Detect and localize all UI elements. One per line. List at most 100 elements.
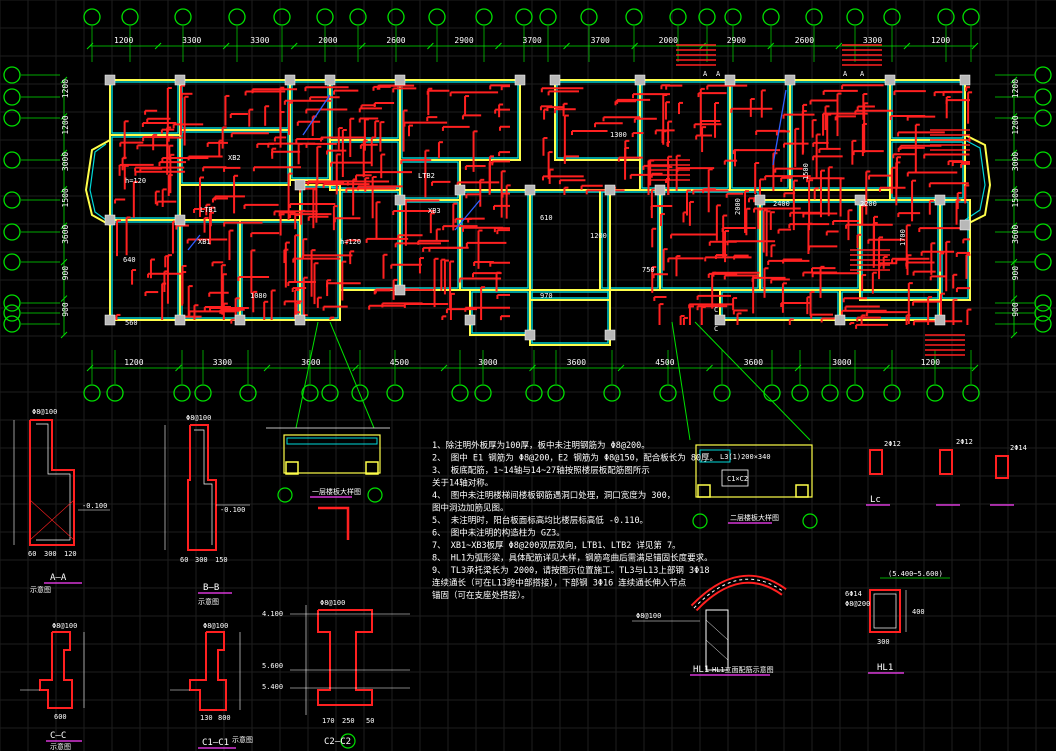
label-1300: 1300 [610, 131, 627, 139]
axis-bubble [121, 8, 139, 26]
axis-bubble [349, 8, 367, 26]
axis-bubble [83, 8, 101, 26]
dim-text: 900 [61, 266, 70, 281]
beam-outline [941, 201, 969, 299]
dim-text: 3300 [213, 358, 232, 367]
label-610: 610 [540, 214, 553, 222]
aa-dim3: 120 [64, 550, 77, 558]
dim-tick [1010, 295, 1018, 302]
axis-bubble [173, 384, 191, 402]
wall-outline [889, 79, 966, 141]
plan-column [604, 184, 616, 196]
hl1-dim-h: 400 [912, 608, 925, 616]
dim-tick [222, 42, 230, 50]
dim-tick [1010, 113, 1018, 120]
label-h120a: h=120 [125, 177, 146, 185]
axis-bubbles-bottom [83, 350, 980, 402]
dim-tick [60, 76, 68, 84]
axis-bubble [883, 384, 901, 402]
wall-outline [239, 219, 301, 321]
dim-tick [154, 42, 162, 50]
dim-text: 4500 [390, 358, 409, 367]
plan-column [234, 314, 246, 326]
dim-text: 3300 [863, 36, 882, 45]
plan-column [514, 74, 526, 86]
hl1-arc-beam: HL1 HL1立面配筋示意图 Φ8@100 [632, 574, 787, 676]
bay-window-left [84, 139, 111, 226]
beam-outline [341, 191, 399, 289]
bb-sub: 示意图 [198, 597, 219, 606]
design-notes: 1、除注明外板厚为100厚，板中未注明钢筋为 Φ8@200。2、 图中 E1 钢… [432, 440, 718, 601]
plan-column [394, 74, 406, 86]
axis-bubble [724, 8, 742, 26]
beam-outline [301, 186, 339, 319]
hl1-section: (5.400~5.600) 6Φ14 Φ8@200 400 300 HL1 [845, 570, 950, 674]
label-xb1: XB1 [198, 238, 211, 246]
dim-text: 900 [1011, 302, 1020, 317]
plan-column [784, 74, 796, 86]
col-r3: 2Φ14 [1010, 444, 1027, 452]
dim-text: 2600 [795, 36, 814, 45]
axis-bubble [525, 384, 543, 402]
plan-column [934, 314, 946, 326]
axis-bubble [1034, 88, 1052, 106]
axis-bubble [659, 384, 677, 402]
label-a3: A [843, 70, 848, 78]
axis-bubble [386, 384, 404, 402]
label-2000: 2000 [734, 198, 742, 215]
label-560: 560 [125, 319, 138, 327]
detail-1-title: 一层楼板大样图 [312, 487, 361, 496]
dim-tick [495, 42, 502, 50]
label-a4: A [860, 70, 865, 78]
axis-bubble [791, 384, 809, 402]
axis-bubble [3, 304, 21, 322]
dim-text: 2000 [659, 36, 678, 45]
dim-text: 3600 [744, 358, 763, 367]
label-1700: 1700 [899, 229, 907, 246]
plan-column [934, 194, 946, 206]
dim-text: 1500 [1011, 188, 1020, 207]
dim-tick [352, 364, 359, 372]
col-r2: 2Φ12 [956, 438, 973, 446]
note-line: 6、 图中未注明的构造柱为 GZ3。 [432, 528, 565, 539]
note-line: 4、 图中未注明楼梯间楼板钢筋遇洞口处理，洞口宽度为 300， [432, 490, 675, 501]
axis-bubble [846, 8, 864, 26]
dim-tick [175, 364, 182, 372]
section-bb: Φ8@100 -0.100 60 300 150 B—B 示意图 [164, 414, 250, 606]
hl1-arc-label: HL1 [693, 665, 709, 675]
bb-elev: -0.100 [220, 506, 245, 514]
dim-text: 3600 [301, 358, 320, 367]
bb-dim1: 60 [180, 556, 188, 564]
axis-bubble [883, 8, 901, 26]
axis-bubble [83, 384, 101, 402]
axis-bubble [106, 384, 124, 402]
axis-bubble [3, 223, 21, 241]
axis-bubble [3, 253, 21, 271]
plan-column [834, 314, 846, 326]
dim-tick [60, 113, 68, 120]
cc-rebar: Φ8@100 [52, 622, 77, 630]
note-line: 关于14轴对称。 [432, 478, 493, 489]
axis-bubble [762, 8, 780, 26]
plan-column [959, 74, 971, 86]
label-c2: C [714, 325, 718, 333]
dim-text: 3600 [567, 358, 586, 367]
dim-text: 3600 [61, 224, 70, 243]
axis-bubble [669, 8, 687, 26]
plan-column [884, 74, 896, 86]
axis-bubble [474, 384, 492, 402]
hl1-arc-rebar: Φ8@100 [636, 612, 661, 620]
plan-column [174, 314, 186, 326]
dim-text: 4500 [655, 358, 674, 367]
note-line: 2、 图中 E1 钢筋为 Φ8@200，E2 钢筋为 Φ8@150，配合板长为 … [432, 453, 718, 464]
label-h120b: h=120 [340, 238, 361, 246]
plan-rebar [114, 44, 973, 356]
beam-outline [556, 81, 639, 159]
dim-tick [617, 364, 625, 372]
dim-text: 1200 [931, 36, 950, 45]
wall-outline [399, 159, 461, 201]
dim-tick [60, 258, 68, 266]
axis-bubble [174, 8, 192, 26]
axis-bubble [428, 8, 446, 26]
